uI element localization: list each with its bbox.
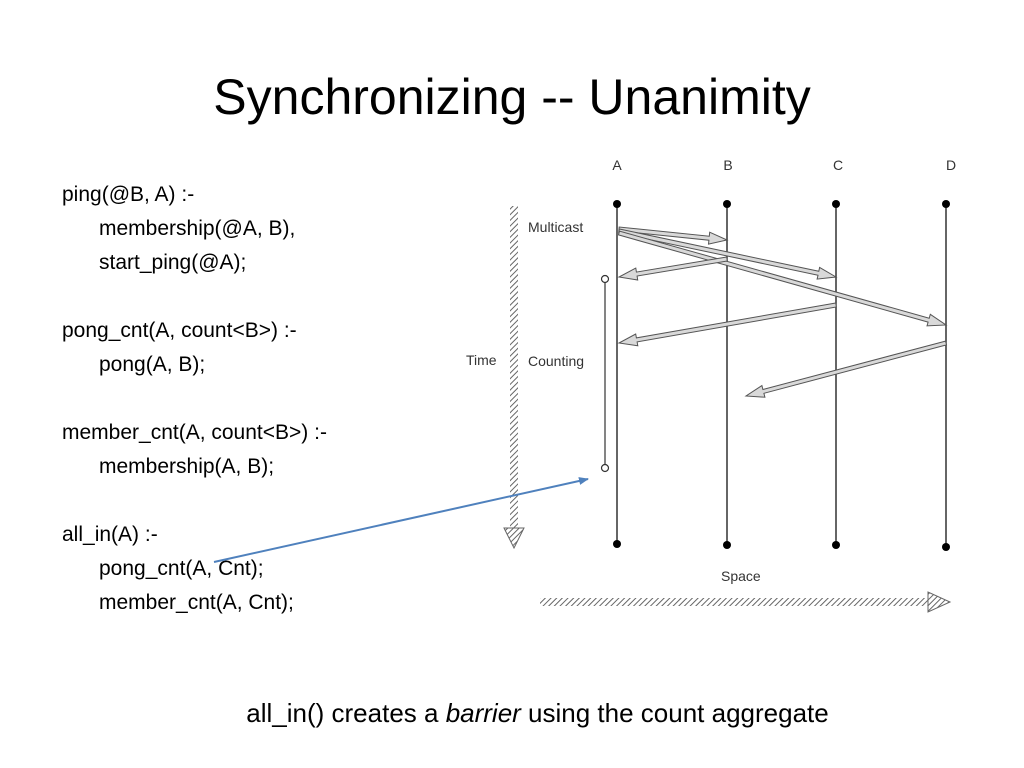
node-label-d: D [946, 157, 956, 173]
message-arrow [617, 302, 837, 347]
caption: all_in() creates a barrier using the cou… [0, 693, 1024, 733]
code-line: member_cnt(A, Cnt); [99, 591, 294, 614]
timeline-a [613, 200, 621, 548]
code-line: pong_cnt(A, count<B>) :- [62, 319, 297, 342]
caption-after: using the count aggregate [520, 698, 829, 728]
timeline-d [942, 200, 950, 551]
code-line: start_ping(@A); [99, 251, 247, 274]
code-block: ping(@B, A) :- membership(@A, B), start_pi… [62, 178, 327, 620]
counting-label: Counting [528, 353, 584, 369]
node-label-a: A [612, 157, 622, 173]
caption-emphasis: barrier [445, 698, 521, 728]
node-label-b: B [723, 157, 732, 173]
space-axis-arrow [540, 591, 952, 613]
slide-title: Synchronizing -- Unanimity [213, 69, 811, 125]
message-arrow [617, 256, 728, 281]
time-label: Time [466, 352, 497, 368]
counting-interval [600, 274, 610, 473]
space-label: Space [721, 568, 761, 584]
code-line: pong_cnt(A, Cnt); [99, 557, 264, 580]
message-arrow [617, 230, 948, 327]
time-axis-arrow [503, 206, 525, 550]
message-arrow [618, 228, 838, 280]
message-arrow [618, 226, 729, 245]
message-arrows [617, 226, 948, 398]
code-line: all_in(A) :- [62, 523, 158, 546]
message-arrow [744, 340, 948, 398]
code-line: member_cnt(A, count<B>) :- [62, 421, 327, 444]
node-label-c: C [833, 157, 843, 173]
code-line: membership(@A, B), [99, 217, 296, 240]
caption-before: all_in() creates a [246, 698, 446, 728]
code-line: ping(@B, A) :- [62, 183, 195, 206]
code-line: pong(A, B); [99, 353, 206, 376]
code-line: membership(A, B); [99, 455, 275, 478]
multicast-label: Multicast [528, 219, 583, 235]
pointer-arrow [213, 477, 589, 563]
